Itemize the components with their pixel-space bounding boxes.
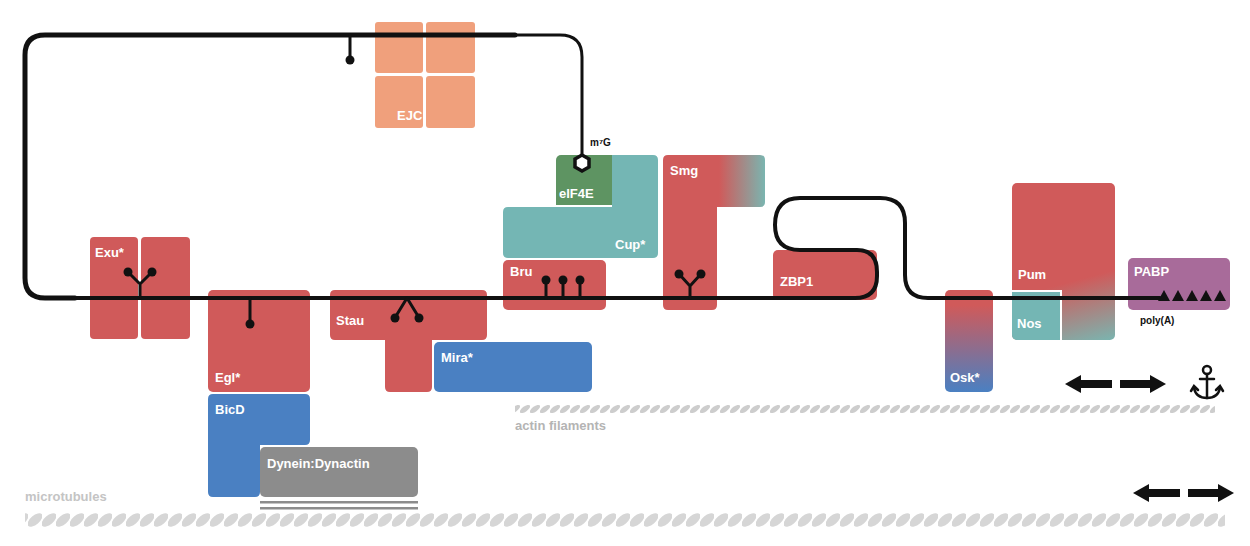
- filament-label: actin filaments: [515, 418, 606, 433]
- protein-label: Egl*: [215, 370, 240, 385]
- motor-track: [260, 507, 418, 510]
- protein-box: Egl*: [208, 290, 310, 392]
- mrna-strand: [25, 35, 515, 298]
- protein-box: ZBP1: [773, 250, 877, 300]
- cap-symbol: [575, 155, 589, 171]
- protein-label: Smg: [670, 163, 698, 178]
- protein-label: Exu*: [95, 245, 124, 260]
- filament-label: microtubules: [25, 489, 107, 504]
- motor-track: [260, 501, 418, 504]
- protein-shape: [375, 22, 475, 128]
- cap-label: m⁷G: [590, 137, 611, 148]
- mrna-strand: [513, 35, 582, 156]
- protein-shape: [663, 155, 765, 310]
- microtubule: [25, 510, 1225, 530]
- protein-label: Stau: [336, 313, 364, 328]
- protein-label: Bru: [510, 264, 532, 279]
- protein-complex: EJC: [375, 22, 475, 128]
- protein-label: Cup*: [615, 237, 645, 252]
- actin-filament: [515, 404, 1215, 414]
- protein-shape: [260, 447, 418, 497]
- protein-label: ZBP1: [780, 274, 813, 289]
- double-arrow: [1133, 484, 1234, 502]
- motor-box: Dynein:Dynactin: [260, 447, 418, 497]
- mrna-strand: [73, 198, 1160, 298]
- rna-binding-domain: [124, 35, 706, 329]
- protein-box: PABP: [1128, 258, 1230, 310]
- protein-box: Osk*: [945, 290, 993, 392]
- protein-label: Mira*: [441, 350, 473, 365]
- protein-label: Dynein:Dynactin: [267, 456, 370, 471]
- protein-shape: [434, 342, 592, 392]
- protein-box: PumNos: [1012, 183, 1115, 340]
- protein-label: eIF4E: [559, 186, 594, 201]
- protein-label: BicD: [215, 402, 245, 417]
- protein-label: Nos: [1017, 316, 1042, 331]
- protein-label: Pum: [1018, 267, 1046, 282]
- double-arrow: [1065, 375, 1166, 393]
- protein-box: Bru: [503, 260, 606, 310]
- polya-tail: [1158, 290, 1226, 301]
- protein-label: EJC: [397, 108, 422, 123]
- anchor-symbol: [1191, 366, 1223, 398]
- protein-box: Mira*: [434, 342, 592, 392]
- protein-label: PABP: [1134, 264, 1169, 279]
- tail-label: poly(A): [1140, 315, 1174, 326]
- protein-box: Smg: [663, 155, 765, 310]
- protein-label: Osk*: [950, 370, 980, 385]
